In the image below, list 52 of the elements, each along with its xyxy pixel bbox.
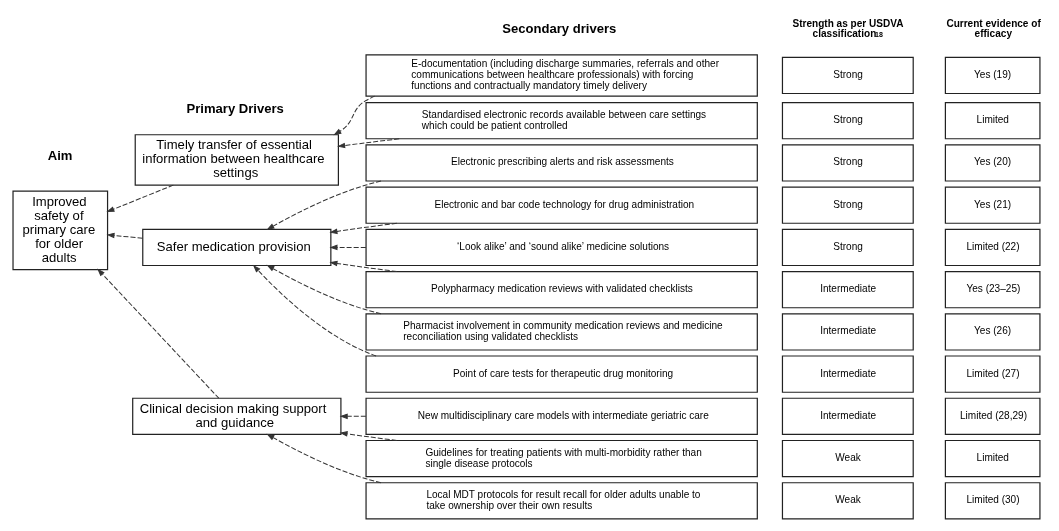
node-box: Intermediate	[781, 355, 914, 393]
node-box: Guidelines for treating patients with multi-morbidity rather than single disease protocols	[364, 439, 758, 478]
node-box: Pharmacist involvement in community medication reviews and medicine reconciliation using validated checklists	[364, 313, 758, 351]
node-box: Standardised electronic records available between care settings which could be patient controlled	[364, 101, 758, 140]
arrow	[332, 95, 375, 136]
node-box: Yes (26)	[944, 313, 1041, 351]
node-box: Limited (28,29)	[944, 397, 1041, 436]
arrow	[252, 264, 377, 357]
node-box: Weak	[781, 482, 914, 520]
node-box: Limited	[944, 439, 1041, 478]
arrow	[336, 138, 400, 149]
node-box: Timely transfer of essential information between healthcare settings	[134, 134, 339, 186]
node-box: Yes (20)	[944, 144, 1041, 182]
node-box: ‘Look alike’ and ‘sound alike’ medicine solutions	[364, 228, 758, 267]
node-box: Safer medication provision	[141, 228, 331, 267]
node-box: Strong	[781, 144, 914, 182]
node-box: Strong	[781, 56, 914, 95]
node-box: Strong	[781, 186, 914, 224]
node-box: Intermediate	[781, 270, 914, 309]
node-box: Yes (23–25)	[944, 270, 1041, 309]
node-box: Clinical decision making support and guidance	[131, 397, 341, 436]
node-box: Limited (27)	[944, 355, 1041, 393]
node-box: Weak	[781, 439, 914, 478]
arrow	[105, 184, 174, 213]
node-box: Improved safety of primary care for older adults	[11, 190, 108, 271]
arrow	[328, 222, 397, 235]
node-box: New multidisciplinary care models with intermediate geriatric care	[364, 397, 758, 436]
arrow	[339, 431, 397, 441]
node-box: Electronic prescribing alerts and risk assessments	[364, 144, 758, 182]
node-box: Intermediate	[781, 313, 914, 351]
node-box: Polypharmacy medication reviews with validated checklists	[364, 270, 758, 309]
node-box: Point of care tests for therapeutic drug monitoring	[364, 355, 758, 393]
node-box: E-documentation (including discharge summaries, referrals and other communications between healthcare professionals) with forcing functions and contractually mandatory timely delivery	[364, 54, 758, 97]
label: Aim	[47, 148, 72, 164]
node-box: Yes (21)	[944, 186, 1041, 224]
node-box: Limited (22)	[944, 228, 1041, 267]
node-box: Electronic and bar code technology for drug administration	[364, 186, 758, 224]
arrow	[96, 268, 219, 399]
node-box: Intermediate	[781, 397, 914, 436]
arrow	[328, 244, 366, 251]
label: Primary Drivers	[186, 101, 284, 117]
label: Secondary drivers	[501, 20, 616, 36]
label: Current evidence of efficacy	[945, 18, 1041, 40]
arrow	[105, 232, 143, 239]
node-box: Limited (30)	[944, 482, 1041, 520]
node-box: Yes (19)	[944, 56, 1041, 95]
node-box: Strong	[781, 228, 914, 267]
node-box: Strong	[781, 101, 914, 140]
node-box: Limited	[944, 101, 1041, 140]
node-box: Local MDT protocols for result recall for older adults unable to take ownership over their own results	[364, 482, 758, 520]
arrow	[328, 260, 397, 272]
arrow	[339, 413, 366, 420]
